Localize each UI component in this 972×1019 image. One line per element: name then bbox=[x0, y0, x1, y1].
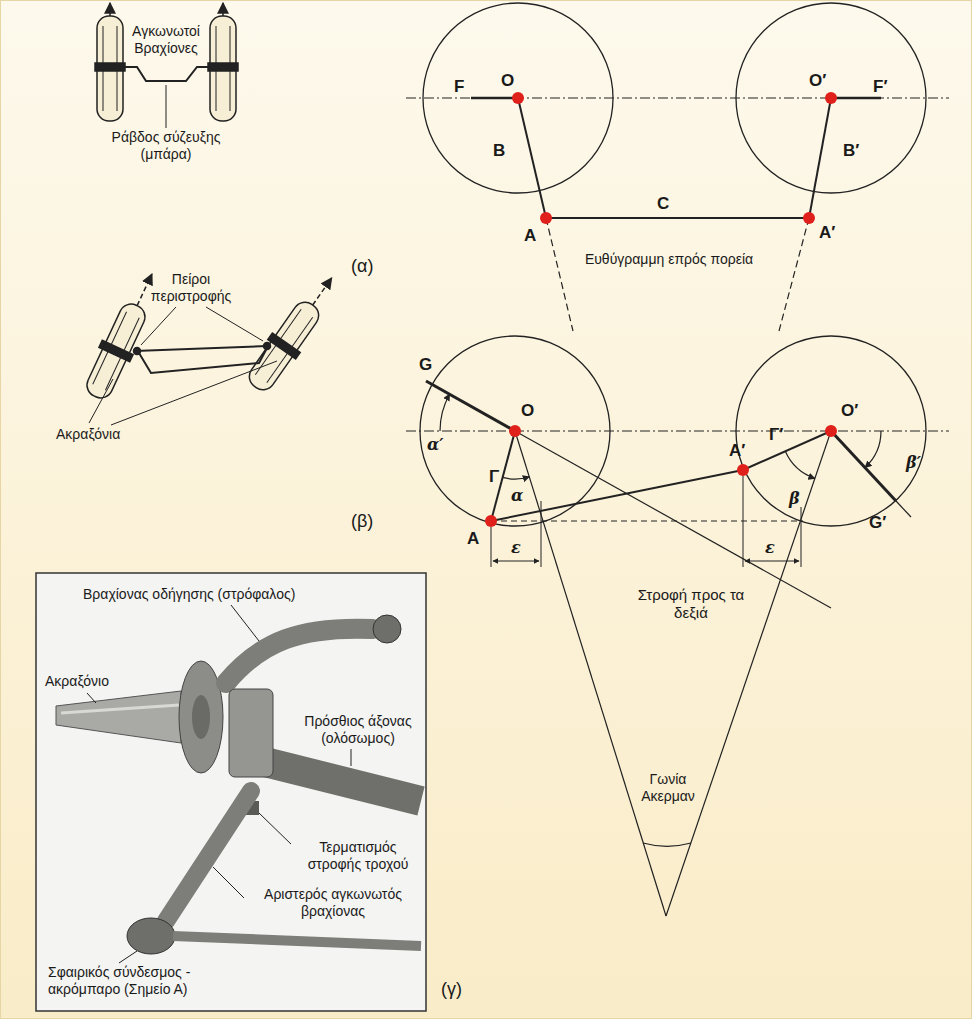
point-letter: C bbox=[657, 194, 669, 214]
turn-geometry bbox=[406, 336, 949, 916]
part-label: Τερματισμός στροφής τροχού bbox=[291, 839, 425, 873]
point-letter: A bbox=[524, 226, 536, 246]
part-label: Ράβδος σύζευξης (μπάρα) bbox=[101, 129, 231, 163]
part-label: Αριστερός αγκωνωτός βραχίονας bbox=[246, 886, 420, 920]
angle-label: β′ bbox=[906, 453, 921, 472]
figure-tag: (α) bbox=[351, 256, 373, 278]
dimension-label: ε bbox=[511, 538, 521, 557]
point-letter: A′ bbox=[819, 223, 835, 243]
part-label: Πρόσθιος άξονας (ολόσωμος) bbox=[291, 713, 425, 747]
figure-tag: (β) bbox=[351, 511, 373, 533]
point-letter: G′ bbox=[869, 513, 886, 533]
straight-wheels bbox=[95, 3, 238, 128]
point-letter: G bbox=[419, 355, 432, 375]
figure-tag: (γ) bbox=[441, 979, 462, 1001]
point-letter: F bbox=[454, 77, 464, 97]
straight-geometry bbox=[406, 3, 949, 331]
point-letter: O′ bbox=[809, 71, 826, 91]
part-label: Σφαιρικός σύνδεσμος - ακρόμπαρο (Σημείο … bbox=[46, 964, 220, 998]
angle-label: β bbox=[789, 489, 800, 508]
point-letter: Γ bbox=[489, 467, 499, 487]
point-letter: B bbox=[493, 141, 505, 161]
pivot-dots-turn bbox=[485, 425, 837, 527]
point-letter: O′ bbox=[841, 401, 858, 421]
part-label: Αγκωνωτοί Βραχίονες bbox=[116, 23, 216, 57]
part-label: Πείροι περιστροφής bbox=[136, 271, 246, 305]
caption-label: Ευθύγραμμη επρός πορεία bbox=[574, 251, 764, 268]
axle-photo bbox=[36, 573, 426, 1011]
point-letter: A′ bbox=[729, 441, 745, 461]
point-letter: O bbox=[521, 401, 534, 421]
part-label: Ακραξόνια bbox=[56, 426, 120, 443]
angle-label: α bbox=[511, 486, 523, 505]
point-letter: O bbox=[501, 71, 514, 91]
caption-label: Στροφή προς τα δεξιά bbox=[621, 586, 761, 622]
angle-label: Γωνία Ακερμαν bbox=[628, 771, 708, 805]
point-letter: F′ bbox=[873, 77, 887, 97]
point-letter: A bbox=[467, 529, 479, 549]
part-label: Βραχίονας οδήγησης (στρόφαλος) bbox=[81, 586, 297, 603]
dimension-label: ε bbox=[765, 538, 775, 557]
point-letter: B′ bbox=[843, 141, 859, 161]
turned-wheels bbox=[79, 267, 345, 425]
part-label: Ακραξόνιο bbox=[43, 673, 111, 690]
point-letter: Γ′ bbox=[769, 425, 783, 445]
pivot-dots bbox=[512, 92, 837, 224]
angle-label: α′ bbox=[427, 435, 444, 454]
